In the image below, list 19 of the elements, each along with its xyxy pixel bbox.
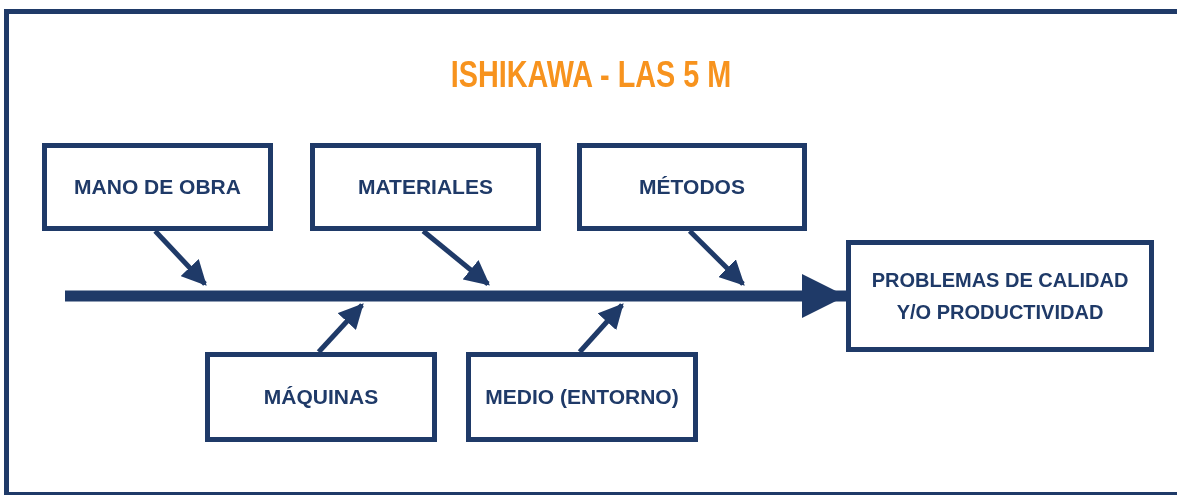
box-label: MEDIO (ENTORNO) — [485, 384, 679, 411]
cause-box — [42, 143, 273, 231]
spine-arrow — [65, 274, 846, 318]
cause-box — [466, 352, 698, 442]
arrow — [316, 303, 364, 354]
cause-box — [310, 143, 541, 231]
title: ISHIKAWA - LAS 5 M — [449, 54, 733, 96]
box-label: MÉTODOS — [639, 174, 745, 201]
box-label: MÁQUINAS — [263, 384, 379, 411]
cause-box — [577, 143, 807, 231]
arrow — [153, 229, 207, 286]
box-label: MANO DE OBRA — [74, 174, 241, 201]
arrow — [421, 229, 490, 286]
arrow — [687, 229, 745, 286]
box-label: MATERIALES — [358, 174, 493, 201]
arrow — [577, 303, 624, 354]
box-label: PROBLEMAS DE CALIDAD Y/O PRODUCTIVIDAD — [870, 268, 1130, 325]
effect-box — [846, 240, 1154, 352]
cause-box — [205, 352, 437, 442]
